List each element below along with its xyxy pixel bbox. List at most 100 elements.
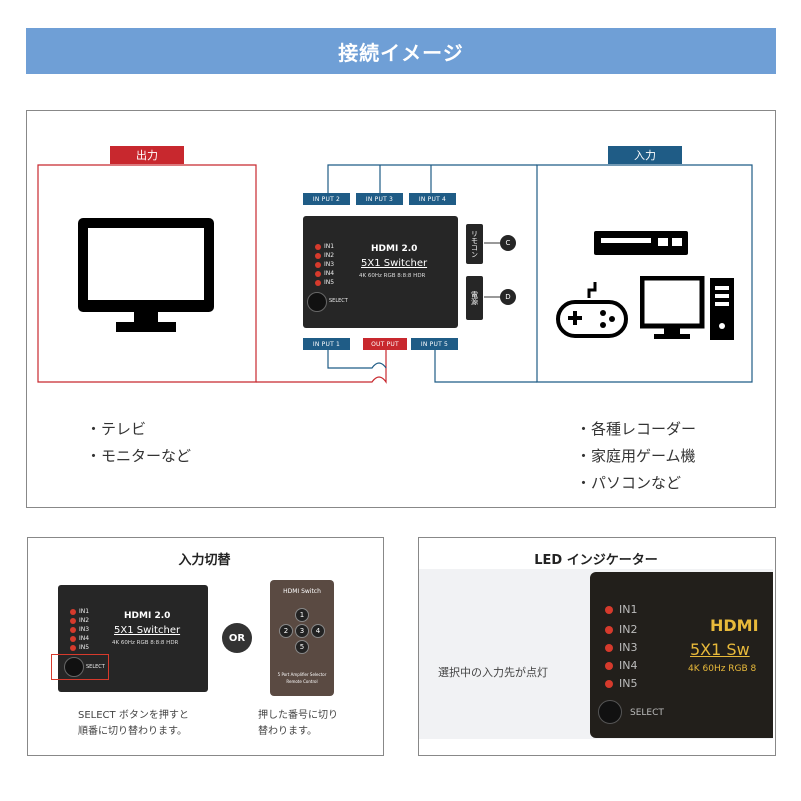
remote-caption: Remote Control — [286, 679, 318, 684]
led-label-in1: IN1 — [324, 243, 335, 250]
led-indicator — [605, 644, 613, 652]
device-model: 5X1 Switcher — [361, 258, 428, 269]
led-label-in3: IN3 — [79, 626, 90, 633]
indicator-desc: 選択中の入力先が点灯 — [438, 666, 548, 679]
port-input-1-label: IN PUT 1 — [312, 340, 341, 348]
select-button-label: SELECT — [630, 708, 664, 718]
led-label-in2: IN2 — [324, 252, 335, 259]
remote-sensor-marker: C — [500, 235, 516, 251]
device-model: 5X1 Switcher — [114, 625, 181, 636]
switching-device: IN1 IN2 IN3 IN4 IN5 HDMI 2.0 5X1 Switche… — [58, 585, 208, 692]
led-indicator — [315, 280, 321, 286]
input-item: ・各種レコーダー — [576, 420, 697, 438]
select-button-label: SELECT — [86, 664, 105, 670]
input-item: ・家庭用ゲーム機 — [576, 447, 696, 465]
led-indicator — [70, 609, 76, 615]
computer-icon — [640, 276, 734, 340]
remote-button-2[interactable]: 2 — [279, 624, 293, 638]
remote-control: HDMI Switch 1 2 3 4 5 5 Port Amplifier S… — [270, 580, 334, 696]
led-indicator — [605, 680, 613, 688]
indicator-device-closeup: IN1 IN2 IN3 IN4 IN5 HDMI 5X1 Sw 4K 60Hz … — [590, 572, 773, 738]
remote-sensor-label: リモコン — [470, 230, 479, 258]
desc-line: 押した番号に切り — [258, 710, 338, 721]
led-indicator — [70, 618, 76, 624]
port-input-4: IN PUT 4 — [409, 193, 456, 205]
indicator-model: 5X1 Sw — [690, 640, 750, 659]
port-input-2-label: IN PUT 2 — [312, 195, 341, 203]
power-port-letter: D — [505, 293, 511, 301]
led-indicator — [70, 636, 76, 642]
select-button[interactable] — [307, 292, 327, 312]
led-indicator — [315, 244, 321, 250]
select-button[interactable] — [64, 657, 84, 677]
or-label: OR — [228, 632, 246, 644]
port-input-5: IN PUT 5 — [411, 338, 458, 350]
device-brand: HDMI 2.0 — [124, 611, 171, 621]
output-item: ・モニターなど — [86, 447, 192, 465]
remote-button-5[interactable]: 5 — [295, 640, 309, 654]
indicator-title: LED インジケーター — [534, 553, 658, 568]
led-indicator — [70, 627, 76, 633]
select-highlight — [51, 654, 109, 680]
port-input-3-label: IN PUT 3 — [365, 195, 394, 203]
remote-sensor: リモコン — [466, 224, 483, 264]
led-indicator — [605, 662, 613, 670]
port-input-3: IN PUT 3 — [356, 193, 403, 205]
power-port: 電源 — [466, 276, 483, 320]
led-label-in4: IN4 — [79, 635, 90, 642]
led-label-in5: IN5 — [79, 644, 90, 651]
select-button-label: SELECT — [329, 298, 348, 304]
input-label-text: 入力 — [634, 149, 656, 162]
remote-button-1[interactable]: 1 — [295, 608, 309, 622]
input-label: 入力 — [608, 146, 682, 164]
port-input-1: IN PUT 1 — [303, 338, 350, 350]
indicator-spec: 4K 60Hz RGB 8 — [688, 664, 757, 674]
game-controller-icon — [556, 282, 628, 338]
switching-desc-right: 押した番号に切り 替わります。 — [258, 708, 338, 740]
led-label-in1: IN1 — [619, 603, 638, 616]
port-input-5-label: IN PUT 5 — [420, 340, 449, 348]
banner-title: 接続イメージ — [338, 40, 464, 65]
led-indicator — [315, 271, 321, 277]
power-port-marker: D — [500, 289, 516, 305]
remote-button-4[interactable]: 4 — [311, 624, 325, 638]
remote-sensor-letter: C — [505, 239, 511, 247]
led-label-in3: IN3 — [324, 261, 335, 268]
led-label-in4: IN4 — [324, 270, 335, 277]
indicator-brand: HDMI — [710, 616, 759, 635]
switching-desc-left: SELECT ボタンを押すと 順番に切り替わります。 — [78, 708, 189, 740]
led-label-in2: IN2 — [79, 617, 90, 624]
tv-icon — [78, 218, 214, 332]
recorder-icon — [594, 231, 688, 255]
port-input-4-label: IN PUT 4 — [418, 195, 447, 203]
led-label-in3: IN3 — [619, 641, 638, 654]
output-label-text: 出力 — [136, 149, 158, 162]
desc-line: 順番に切り替わります。 — [78, 726, 187, 737]
remote-title: HDMI Switch — [283, 588, 321, 595]
device-spec: 4K 60Hz RGB 8:8:8 HDR — [359, 273, 426, 279]
power-port-label: 電源 — [470, 291, 479, 305]
led-label-in5: IN5 — [324, 279, 335, 286]
led-indicator — [70, 645, 76, 651]
led-label-in2: IN2 — [619, 623, 638, 636]
remote-caption: 5 Port Amplifier Selector — [277, 672, 327, 677]
desc-line: SELECT ボタンを押すと — [78, 710, 189, 721]
led-indicator — [315, 253, 321, 259]
switching-title: 入力切替 — [178, 553, 231, 568]
or-badge: OR — [222, 623, 252, 653]
input-item: ・パソコンなど — [576, 474, 682, 492]
device-spec: 4K 60Hz RGB 8:8:8 HDR — [112, 640, 179, 646]
page-banner: 接続イメージ — [26, 28, 776, 74]
led-indicator — [315, 262, 321, 268]
port-output: OUT PUT — [363, 338, 407, 350]
led-label-in1: IN1 — [79, 608, 90, 615]
device-brand: HDMI 2.0 — [371, 244, 418, 254]
select-button[interactable] — [598, 700, 622, 724]
remote-button-3[interactable]: 3 — [295, 624, 309, 638]
desc-line: 替わります。 — [258, 726, 317, 737]
output-label: 出力 — [110, 146, 184, 164]
led-indicator — [605, 606, 613, 614]
port-input-2: IN PUT 2 — [303, 193, 350, 205]
switcher-device: IN1 IN2 IN3 IN4 IN5 HDMI 2.0 5X1 Switche… — [303, 216, 458, 328]
